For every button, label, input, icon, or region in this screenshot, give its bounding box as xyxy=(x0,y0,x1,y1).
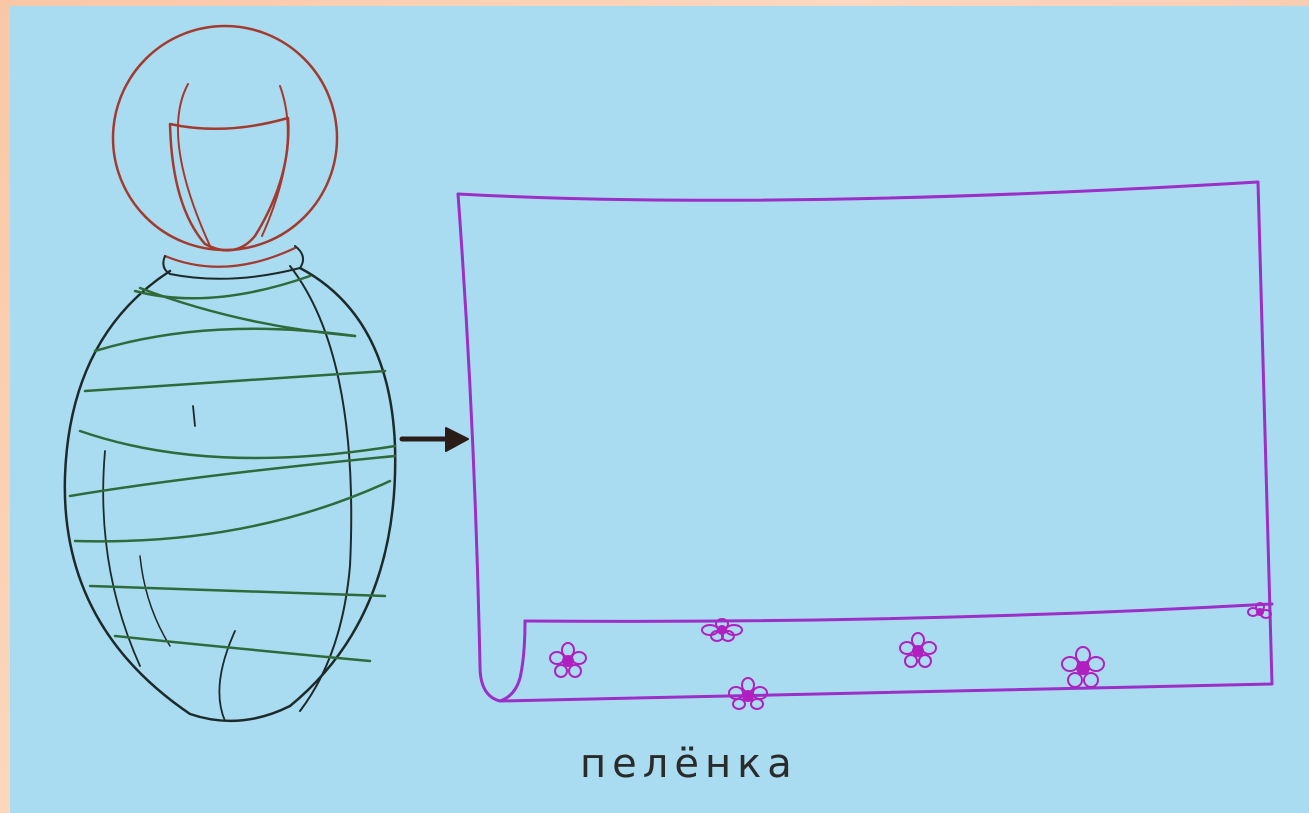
wrapped-doll-icon xyxy=(65,26,395,721)
cloth-outline xyxy=(458,182,1272,701)
flower-icon xyxy=(1062,647,1104,687)
doll-head xyxy=(113,26,337,250)
doll-thread xyxy=(70,276,395,661)
swaddling-cloth xyxy=(458,182,1272,701)
cloth-fold-top xyxy=(525,604,1272,621)
drawing-paper: пелёнка xyxy=(10,6,1309,813)
flower-icon xyxy=(729,678,767,709)
arrow-right-icon xyxy=(402,428,468,451)
cloth-fold-edge xyxy=(500,621,525,701)
cloth-caption: пелёнка xyxy=(580,741,870,787)
flower-icon xyxy=(550,643,586,677)
flower-icon xyxy=(900,633,936,667)
drawing-canvas xyxy=(10,6,1309,813)
